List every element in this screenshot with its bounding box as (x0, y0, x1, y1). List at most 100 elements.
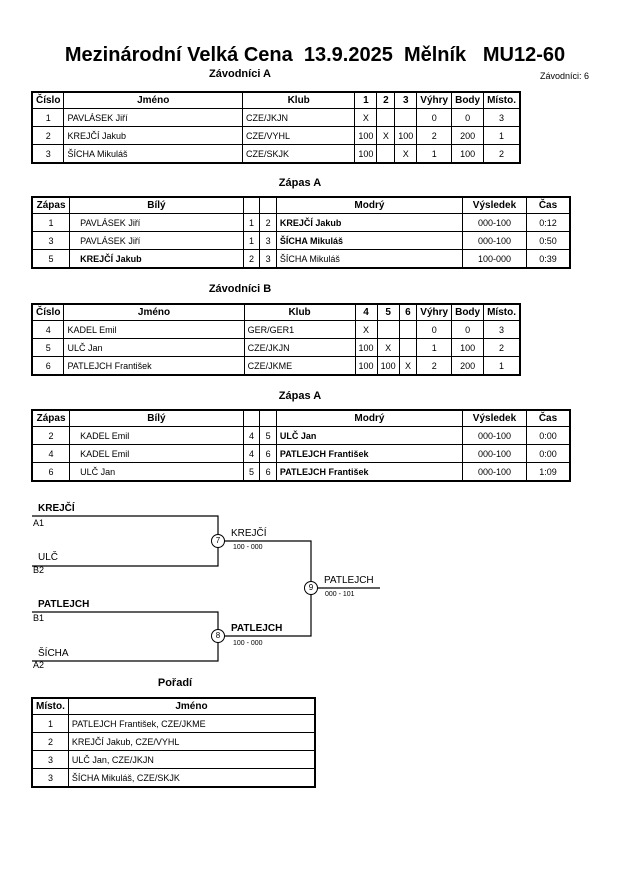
pool-a-title: Závodníci A (209, 68, 271, 80)
cell-place: 1 (483, 356, 521, 376)
cell-place: 1 (31, 714, 69, 733)
table-row: 5 KREJČÍ Jakub 2 3 ŠÍCHA Mikuláš 100-000… (31, 249, 571, 269)
cell-white: PAVLÁSEK Jiří (69, 231, 244, 250)
cell-place: 2 (31, 732, 69, 751)
bracket-seed-1-name: KREJČÍ (38, 503, 75, 514)
match-9-score: 000 - 101 (325, 591, 355, 598)
bracket-seed-4-name: ŠÍCHA (38, 648, 69, 659)
cell-place: 2 (483, 144, 521, 164)
table-row: 3 ŠÍCHA Mikuláš CZE/SKJK 100 X 1 100 2 (31, 144, 521, 164)
cell-blue: PATLEJCH František (275, 462, 463, 482)
cell-white: KREJČÍ Jakub (69, 249, 244, 269)
bracket-seed-3-code: B1 (33, 613, 45, 623)
bracket-line-s4 (32, 636, 219, 662)
table-row: 4 KADEL Emil 4 6 PATLEJCH František 000-… (31, 444, 571, 463)
cell-number: 1 (31, 108, 65, 127)
table-row: 2 KREJČÍ Jakub, CZE/VYHL (31, 732, 316, 751)
match-7-winner: KREJČÍ (231, 528, 267, 539)
cell-opp-3: X (394, 144, 418, 164)
cell-opp-1: 100 (354, 126, 378, 145)
pool-a-table: Číslo Jméno Klub 1 2 3 Výhry Body Místo.… (31, 91, 521, 164)
bracket-seed-2-name: ULČ (38, 552, 59, 563)
cell-blue-no: 6 (259, 444, 277, 463)
cell-opp-5: X (376, 338, 400, 357)
table-row: 3 PAVLÁSEK Jiří 1 3 ŠÍCHA Mikuláš 000-10… (31, 231, 571, 250)
cell-blue: PATLEJCH František (275, 444, 463, 463)
pool-b-title: Závodníci B (208, 283, 272, 295)
cell-opp-3: 100 (394, 126, 418, 145)
cell-white: ULČ Jan (69, 462, 244, 482)
header-time: Čas (526, 196, 571, 214)
match-9-winner: PATLEJCH (324, 575, 374, 586)
matches-b-title: Zápas A (278, 390, 322, 402)
table-row: 3 ŠÍCHA Mikuláš, CZE/SKJK (31, 768, 316, 788)
bracket-seed-2-code: B2 (33, 565, 45, 575)
cell-wins: 1 (416, 144, 453, 164)
cell-place: 1 (483, 126, 521, 145)
ranking-table: Místo. Jméno 1 PATLEJCH František, CZE/J… (31, 697, 316, 788)
cell-time: 0:39 (526, 249, 571, 269)
table-row: 3 ULČ Jan, CZE/JKJN (31, 750, 316, 769)
cell-opp-5: 100 (376, 356, 400, 376)
cell-number: 3 (31, 144, 65, 164)
match-8-marker: 8 (211, 629, 225, 643)
bracket-seed-4-code: A2 (33, 660, 45, 670)
cell-club: CZE/VYHL (241, 126, 356, 145)
cell-points: 100 (451, 338, 485, 357)
cell-name: KREJČÍ Jakub, CZE/VYHL (67, 732, 316, 751)
bracket-line-s3 (32, 611, 219, 636)
table-row: 5 ULČ Jan CZE/JKJN 100 X 1 100 2 (31, 338, 521, 357)
cell-name: ULČ Jan, CZE/JKJN (67, 750, 316, 769)
cell-result: 000-100 (461, 231, 528, 250)
table-row: 1 PAVLÁSEK Jiří 1 2 KREJČÍ Jakub 000-100… (31, 213, 571, 232)
cell-name: ULČ Jan (63, 338, 245, 357)
bracket-line-s1 (32, 515, 219, 541)
cell-time: 0:50 (526, 231, 571, 250)
cell-white: KADEL Emil (69, 444, 244, 463)
match-8-score: 100 - 000 (233, 640, 263, 647)
table-row: 1 PATLEJCH František, CZE/JKME (31, 714, 316, 733)
bracket-seed-3-name: PATLEJCH (38, 599, 90, 610)
cell-place: 3 (31, 750, 69, 769)
cell-name: ŠÍCHA Mikuláš, CZE/SKJK (67, 768, 316, 788)
cell-time: 1:09 (526, 462, 571, 482)
match-7-score: 100 - 000 (233, 544, 263, 551)
match-8-winner: PATLEJCH (231, 623, 283, 634)
cell-name: PATLEJCH František, CZE/JKME (67, 714, 316, 733)
cell-points: 100 (451, 144, 485, 164)
table-row: 1 PAVLÁSEK Jiří CZE/JKJN X 0 0 3 (31, 108, 521, 127)
cell-place: 2 (483, 338, 521, 357)
cell-club: CZE/SKJK (241, 144, 356, 164)
ranking-title: Pořadí (157, 677, 193, 689)
cell-white-no: 2 (242, 249, 261, 269)
table-row: 2 KADEL Emil 4 5 ULČ Jan 000-100 0:00 (31, 426, 571, 445)
table-row: 4 KADEL Emil GER/GER1 X 0 0 3 (31, 320, 521, 339)
bracket-line-s2 (32, 541, 219, 567)
header-number: Číslo (31, 91, 65, 109)
cell-name: KREJČÍ Jakub (63, 126, 243, 145)
table-row: 6 PATLEJCH František CZE/JKME 100 100 X … (31, 356, 521, 376)
matches-a-table: Zápas Bílý Modrý Výsledek Čas 1 PAVLÁSEK… (31, 196, 571, 269)
bracket-line-m7 (218, 540, 312, 588)
table-row: 6 ULČ Jan 5 6 PATLEJCH František 000-100… (31, 462, 571, 482)
cell-blue-no: 3 (259, 231, 277, 250)
table-row: 2 KREJČÍ Jakub CZE/VYHL 100 X 100 2 200 … (31, 126, 521, 145)
pool-b-table: Číslo Jméno Klub 4 5 6 Výhry Body Místo.… (31, 303, 521, 376)
cell-blue: ŠÍCHA Mikuláš (275, 249, 463, 269)
bracket-seed-1-code: A1 (33, 518, 45, 528)
cell-place: 3 (31, 768, 69, 788)
cell-result: 000-100 (461, 444, 528, 463)
cell-number: 2 (31, 126, 65, 145)
cell-time: 0:00 (526, 444, 571, 463)
page-title: Mezinárodní Velká Cena 13.9.2025 Mělník … (64, 44, 566, 66)
cell-opp-1: 100 (354, 144, 378, 164)
bracket-line-m8 (218, 588, 312, 637)
match-9-marker: 9 (304, 581, 318, 595)
header-place: Místo. (31, 697, 69, 715)
matches-b-table: Zápas Bílý Modrý Výsledek Čas 2 KADEL Em… (31, 409, 571, 482)
competitors-count: Závodníci: 6 (540, 71, 590, 81)
match-7-marker: 7 (211, 534, 225, 548)
matches-a-title: Zápas A (278, 177, 322, 189)
cell-blue: ŠÍCHA Mikuláš (275, 231, 463, 250)
